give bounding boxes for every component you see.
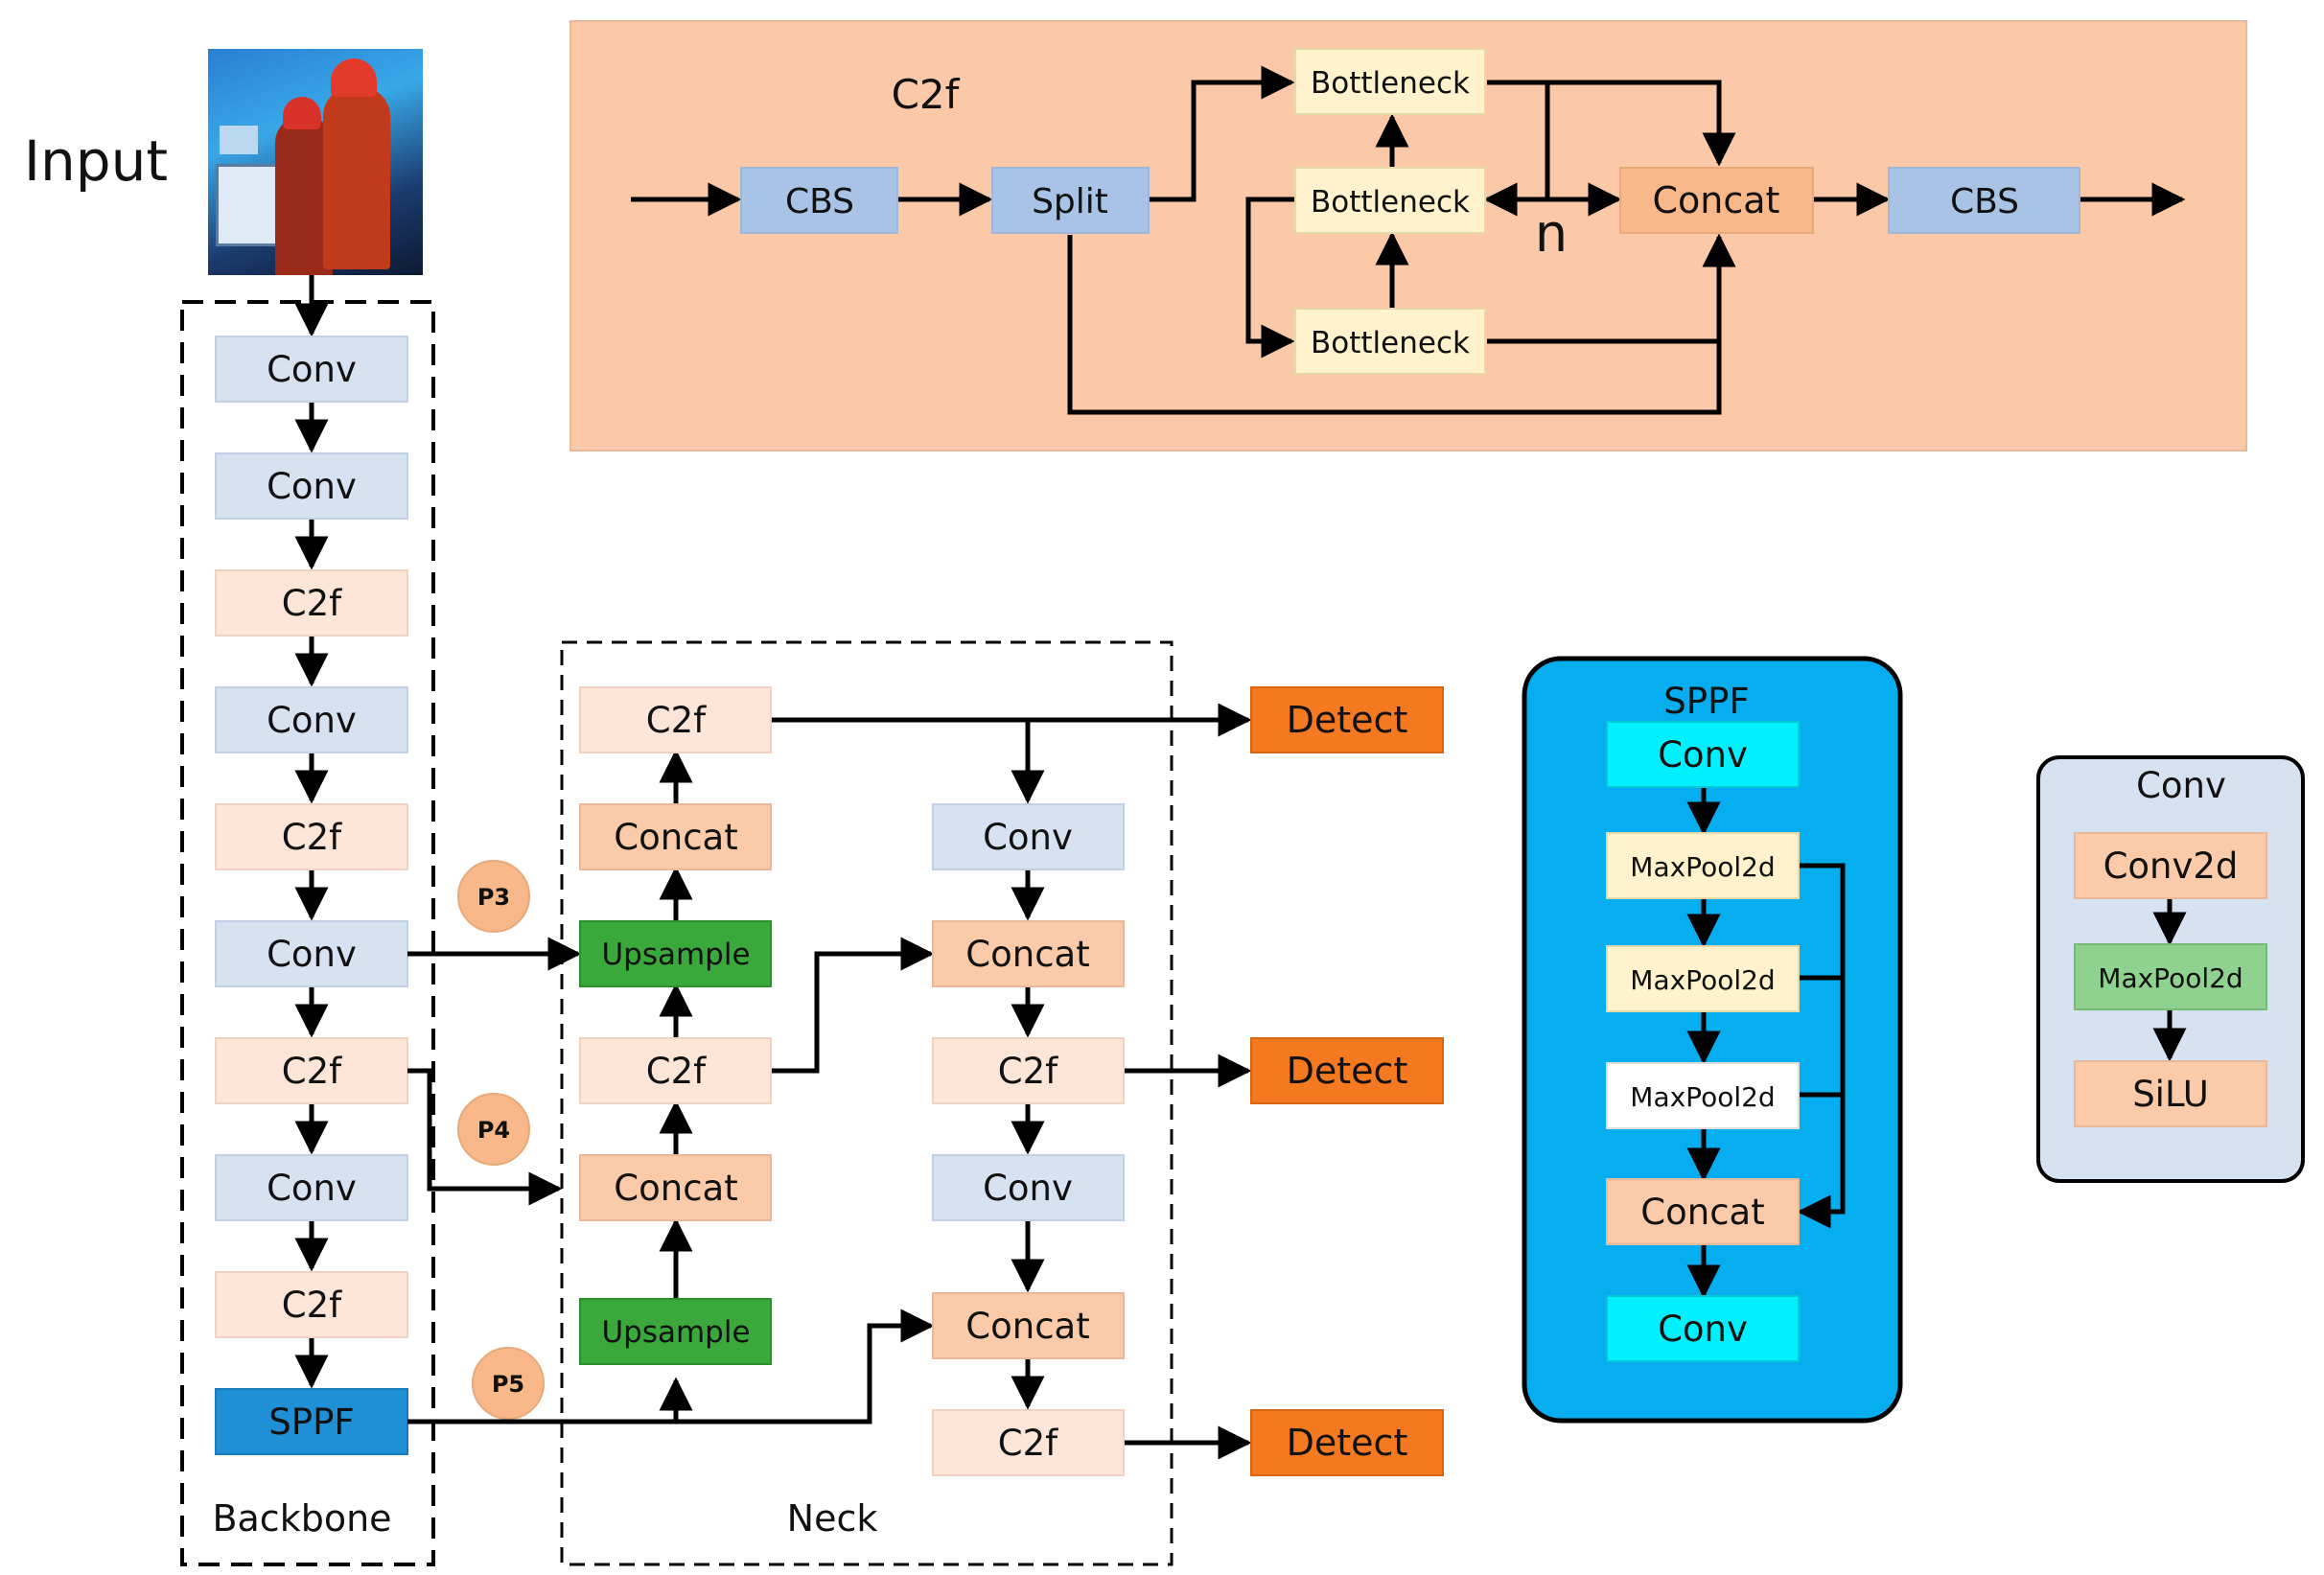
c2f-split-label: Split bbox=[1032, 182, 1108, 221]
neck-right-block-1 bbox=[932, 803, 1125, 870]
detect-box-1 bbox=[1250, 686, 1444, 753]
neck-right-block-2 bbox=[932, 920, 1125, 987]
detect-label-3: Detect bbox=[1287, 1422, 1408, 1464]
backbone-block-5-label: C2f bbox=[282, 817, 342, 858]
neck-left-block-2-label: Concat bbox=[614, 817, 737, 858]
c2f-cbs-out-label: CBS bbox=[1950, 182, 2019, 221]
conv-block-3-label: SiLU bbox=[2132, 1074, 2209, 1115]
bottleneck-bottom-box bbox=[1294, 308, 1486, 375]
c2f-cbs-in-label: CBS bbox=[785, 182, 854, 221]
backbone-frame bbox=[180, 300, 435, 1566]
sppf-block-1-label: Conv bbox=[1658, 734, 1748, 776]
sppf-block-6 bbox=[1606, 1295, 1800, 1362]
c2f-cbs-out-box bbox=[1888, 167, 2080, 234]
neck-left-block-3 bbox=[579, 920, 772, 987]
bottleneck-top-label: Bottleneck bbox=[1311, 66, 1470, 101]
neck-right-block-4-label: Conv bbox=[983, 1168, 1073, 1209]
backbone-block-10-label: SPPF bbox=[268, 1401, 354, 1443]
backbone-block-3-label: C2f bbox=[282, 583, 342, 624]
detect-label-2: Detect bbox=[1287, 1050, 1408, 1092]
badge-p5 bbox=[472, 1347, 545, 1420]
detect-label-1: Detect bbox=[1287, 699, 1408, 741]
sppf-block-1 bbox=[1606, 721, 1800, 788]
sppf-block-5 bbox=[1606, 1178, 1800, 1245]
backbone-block-9-label: C2f bbox=[282, 1285, 342, 1326]
conv-block-1 bbox=[2074, 832, 2267, 899]
neck-frame bbox=[560, 640, 1174, 1566]
backbone-block-8 bbox=[215, 1154, 408, 1221]
backbone-block-7-label: C2f bbox=[282, 1051, 342, 1092]
bottleneck-mid-box bbox=[1294, 167, 1486, 234]
badge-p3-label: P3 bbox=[477, 884, 510, 911]
neck-right-block-4 bbox=[932, 1154, 1125, 1221]
neck-right-block-6-label: C2f bbox=[998, 1423, 1058, 1464]
conv-module-title: Conv bbox=[2136, 765, 2226, 806]
backbone-block-6 bbox=[215, 920, 408, 987]
input-label: Input bbox=[24, 128, 168, 194]
bottleneck-bottom-label: Bottleneck bbox=[1311, 326, 1470, 360]
neck-right-block-1-label: Conv bbox=[983, 817, 1073, 858]
backbone-block-6-label: Conv bbox=[267, 934, 357, 975]
neck-left-block-6 bbox=[579, 1298, 772, 1365]
conv-block-2 bbox=[2074, 943, 2267, 1010]
backbone-block-7 bbox=[215, 1037, 408, 1104]
c2f-cbs-in-box bbox=[740, 167, 898, 234]
badge-p4-label: P4 bbox=[477, 1117, 510, 1144]
neck-left-block-5 bbox=[579, 1154, 772, 1221]
neck-left-block-6-label: Upsample bbox=[601, 1315, 750, 1350]
neck-right-block-5 bbox=[932, 1292, 1125, 1359]
sppf-module-title: SPPF bbox=[1663, 681, 1749, 722]
neck-left-block-2 bbox=[579, 803, 772, 870]
backbone-block-2-label: Conv bbox=[267, 466, 357, 507]
conv-block-1-label: Conv2d bbox=[2103, 845, 2239, 887]
bottleneck-top-box bbox=[1294, 48, 1486, 115]
c2f-concat-label: Concat bbox=[1653, 179, 1780, 221]
sppf-block-3-label: MaxPool2d bbox=[1630, 964, 1775, 996]
detect-box-3 bbox=[1250, 1409, 1444, 1476]
c2f-module-title: C2f bbox=[892, 71, 961, 118]
sppf-block-5-label: Concat bbox=[1640, 1192, 1764, 1233]
backbone-block-8-label: Conv bbox=[267, 1168, 357, 1209]
backbone-block-1-label: Conv bbox=[267, 349, 357, 390]
backbone-block-2 bbox=[215, 452, 408, 520]
backbone-block-3 bbox=[215, 569, 408, 637]
backbone-block-4 bbox=[215, 686, 408, 753]
conv-block-2-label: MaxPool2d bbox=[2098, 962, 2243, 994]
neck-left-block-1-label: C2f bbox=[646, 700, 707, 741]
sppf-block-3 bbox=[1606, 945, 1800, 1012]
badge-p5-label: P5 bbox=[492, 1371, 524, 1398]
n-repeat-label: n bbox=[1535, 203, 1568, 264]
neck-right-block-5-label: Concat bbox=[965, 1306, 1089, 1347]
sppf-block-6-label: Conv bbox=[1658, 1309, 1748, 1350]
sppf-block-2-label: MaxPool2d bbox=[1630, 851, 1775, 883]
backbone-block-9 bbox=[215, 1271, 408, 1338]
neck-right-block-3 bbox=[932, 1037, 1125, 1104]
badge-p4 bbox=[457, 1093, 530, 1166]
c2f-concat-box bbox=[1619, 167, 1814, 234]
neck-right-block-6 bbox=[932, 1409, 1125, 1476]
neck-right-block-3-label: C2f bbox=[998, 1051, 1058, 1092]
backbone-block-5 bbox=[215, 803, 408, 870]
sppf-block-2 bbox=[1606, 832, 1800, 899]
neck-left-block-3-label: Upsample bbox=[601, 938, 750, 972]
backbone-block-4-label: Conv bbox=[267, 700, 357, 741]
backbone-block-1 bbox=[215, 336, 408, 403]
neck-left-block-4 bbox=[579, 1037, 772, 1104]
sppf-block-4 bbox=[1606, 1062, 1800, 1129]
neck-left-block-5-label: Concat bbox=[614, 1168, 737, 1209]
neck-right-block-2-label: Concat bbox=[965, 934, 1089, 975]
bottleneck-mid-label: Bottleneck bbox=[1311, 185, 1470, 220]
neck-left-block-1 bbox=[579, 686, 772, 753]
input-photo bbox=[208, 49, 423, 275]
c2f-split-box bbox=[991, 167, 1150, 234]
backbone-label: Backbone bbox=[212, 1497, 391, 1540]
badge-p3 bbox=[457, 860, 530, 933]
neck-left-block-4-label: C2f bbox=[646, 1051, 707, 1092]
neck-label: Neck bbox=[787, 1497, 878, 1540]
sppf-block-4-label: MaxPool2d bbox=[1630, 1081, 1775, 1113]
detect-box-2 bbox=[1250, 1037, 1444, 1104]
conv-block-3 bbox=[2074, 1060, 2267, 1127]
